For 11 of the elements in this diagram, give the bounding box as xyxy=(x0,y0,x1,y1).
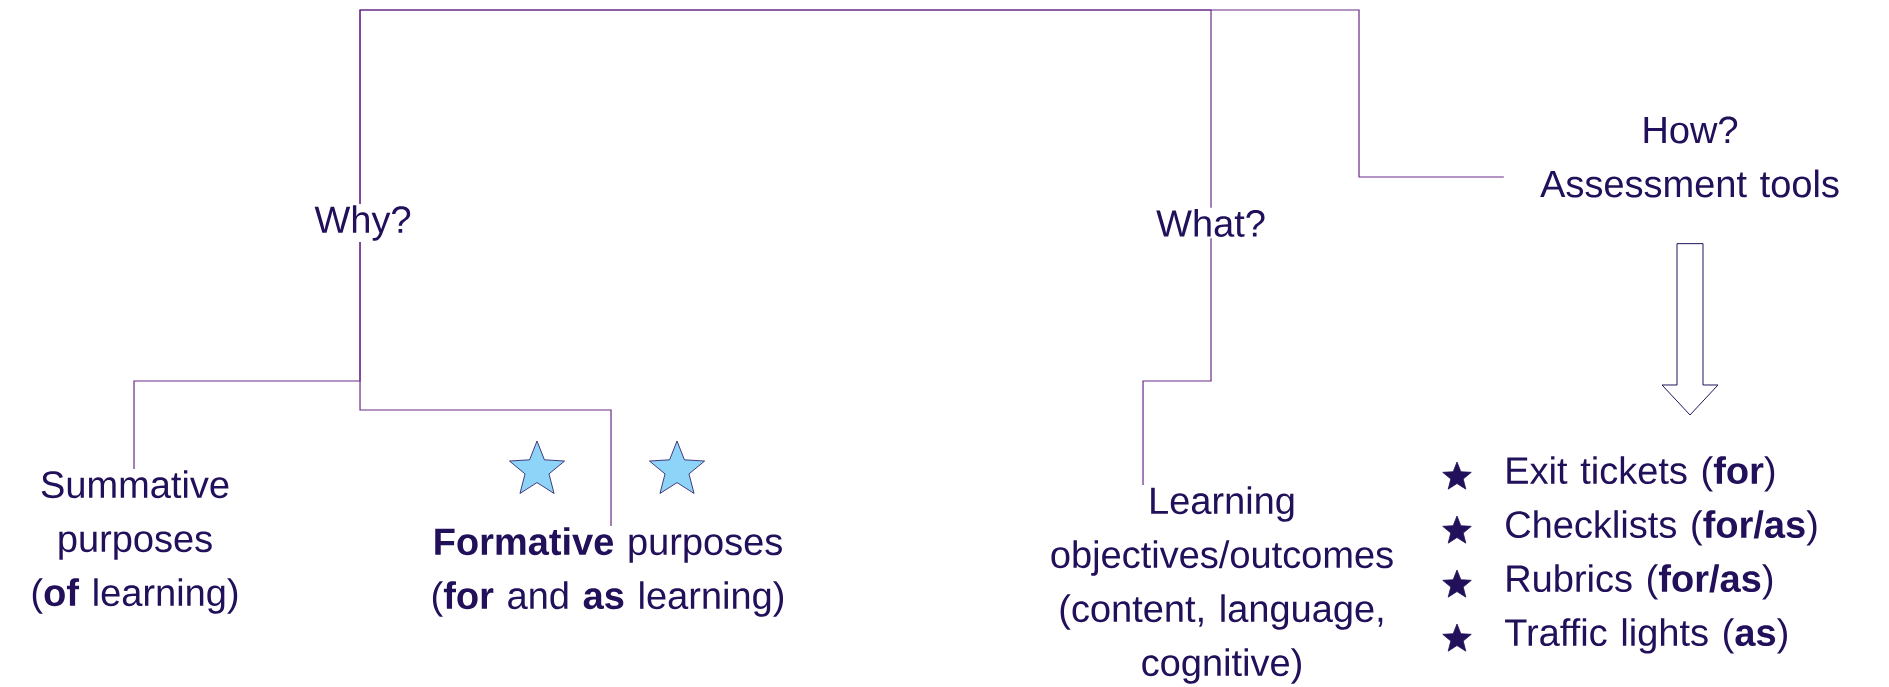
connector-line xyxy=(359,9,1505,205)
connector-line xyxy=(1142,237,1212,486)
node-label: How? Assessment tools xyxy=(1540,116,1839,198)
node-label: Summative purposes (of learning) xyxy=(32,470,238,614)
node-label: What? xyxy=(1156,209,1265,237)
node-label: Why? xyxy=(314,205,411,241)
bullet-list: Exit tickets (for) Checklists (for/as) Rubrics (for/as) Traffic lights (as) xyxy=(1505,456,1817,654)
node-label: Learning objectives/outcomes (content, language, cognitive) xyxy=(1051,486,1393,684)
connector-line xyxy=(359,241,612,527)
node-label: Formative purposes (for and as learning) xyxy=(432,527,784,617)
block-arrow xyxy=(1661,243,1719,416)
